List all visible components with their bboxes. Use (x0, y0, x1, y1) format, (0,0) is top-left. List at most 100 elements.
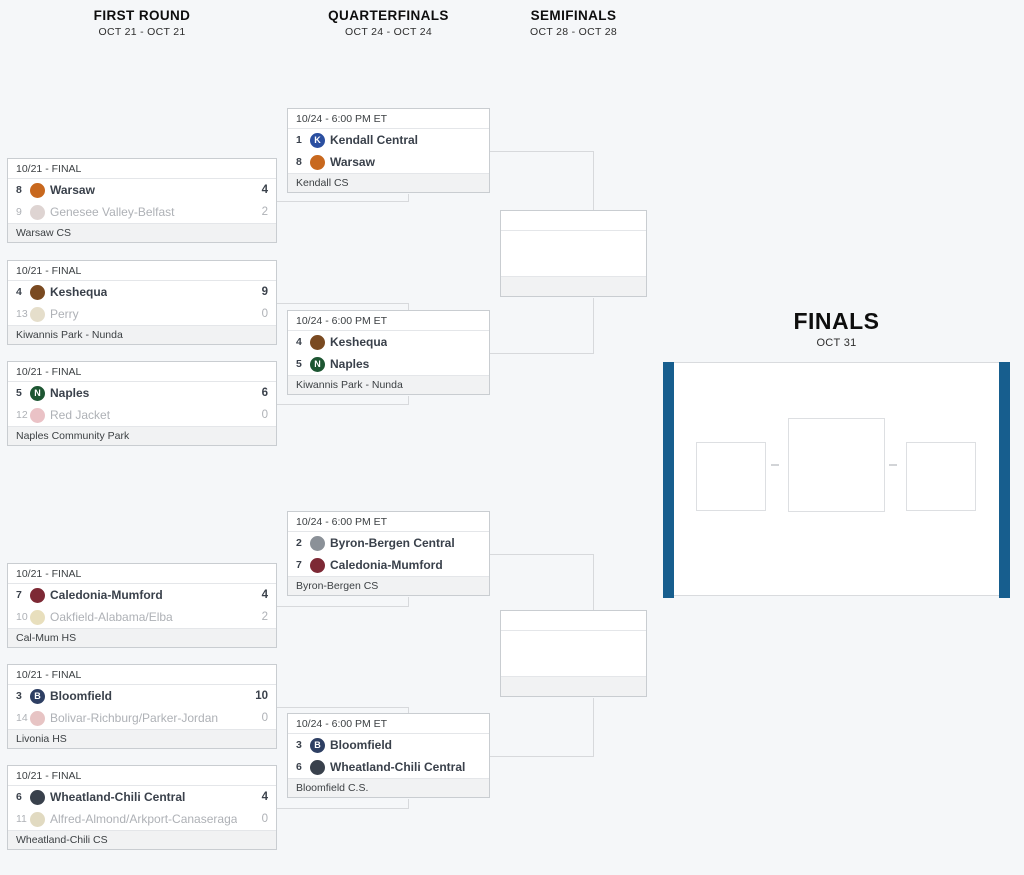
semifinal-empty-body (501, 631, 646, 677)
team-seed: 7 (16, 589, 22, 601)
team-seed: 4 (296, 336, 302, 348)
bracket-connector (277, 201, 409, 202)
team-logo-icon (30, 789, 45, 805)
match-venue: Kiwannis Park - Nunda (288, 375, 489, 394)
team-score: 10 (255, 690, 268, 702)
match-card-quarterfinal-1[interactable]: 10/24 - 6:00 PM ET 1 K Kendall Central 8… (287, 108, 490, 193)
team-logo-icon (30, 182, 45, 198)
team-logo-icon (310, 535, 325, 551)
bracket-connector (490, 554, 594, 555)
team-name: Bloomfield (50, 689, 112, 703)
match-card-first-round-5[interactable]: 10/21 - FINAL 3 B Bloomfield 10 14 Boliv… (7, 664, 277, 749)
match-card-semifinal-2[interactable] (500, 610, 647, 697)
team-logo-icon (30, 609, 45, 625)
team-name: Alfred-Almond/Arkport-Canaseraga (50, 812, 238, 826)
bracket-connector (490, 353, 594, 354)
match-status (501, 211, 646, 231)
team-name: Caledonia-Mumford (50, 588, 163, 602)
team-row: 5 N Naples (288, 353, 489, 375)
team-score: 2 (261, 611, 268, 623)
match-venue: Naples Community Park (8, 426, 276, 445)
bracket-connector (277, 707, 409, 708)
team-score: 0 (261, 813, 268, 825)
finals-team-placeholder-right (906, 442, 976, 511)
team-row: 12 Red Jacket 0 (8, 404, 276, 426)
team-name: Bloomfield (330, 738, 392, 752)
team-logo-icon: B (30, 688, 45, 704)
round-header-first-round: FIRST ROUND OCT 21 - OCT 21 (7, 8, 277, 38)
team-row: 4 Keshequa 9 (8, 281, 276, 303)
team-logo-icon (30, 811, 45, 827)
match-card-first-round-3[interactable]: 10/21 - FINAL 5 N Naples 6 12 Red Jacket… (7, 361, 277, 446)
match-card-semifinal-1[interactable] (500, 210, 647, 297)
team-name: Keshequa (50, 285, 108, 299)
bracket-connector (490, 756, 594, 757)
match-status: 10/21 - FINAL (8, 362, 276, 382)
team-logo-icon (310, 154, 325, 170)
team-row: 7 Caledonia-Mumford 4 (8, 584, 276, 606)
team-seed: 6 (16, 791, 22, 803)
bracket-connector (277, 404, 409, 405)
finals-dash-right (889, 464, 897, 466)
team-row: 3 B Bloomfield (288, 734, 489, 756)
match-card-first-round-2[interactable]: 10/21 - FINAL 4 Keshequa 9 13 Perry 0 Ki… (7, 260, 277, 345)
match-card-quarterfinal-4[interactable]: 10/24 - 6:00 PM ET 3 B Bloomfield 6 Whea… (287, 713, 490, 798)
team-name: Oakfield-Alabama/Elba (50, 610, 173, 624)
team-row: 14 Bolivar-Richburg/Parker-Jordan 0 (8, 707, 276, 729)
team-seed: 3 (296, 739, 302, 751)
semifinal-empty-body (501, 231, 646, 277)
round-dates: OCT 28 - OCT 28 (530, 26, 617, 38)
match-status: 10/24 - 6:00 PM ET (288, 311, 489, 331)
team-seed: 4 (16, 286, 22, 298)
bracket-connector (408, 396, 409, 405)
team-seed: 14 (16, 712, 28, 724)
team-logo-icon: K (310, 132, 325, 148)
team-row: 5 N Naples 6 (8, 382, 276, 404)
round-title: FIRST ROUND (93, 8, 191, 23)
round-header-semifinals: SEMIFINALS OCT 28 - OCT 28 (500, 8, 647, 38)
team-logo-icon (30, 407, 45, 423)
match-card-first-round-4[interactable]: 10/21 - FINAL 7 Caledonia-Mumford 4 10 O… (7, 563, 277, 648)
match-venue: Warsaw CS (8, 223, 276, 242)
match-venue: Kendall CS (288, 173, 489, 192)
team-name: Naples (50, 386, 90, 400)
match-status: 10/24 - 6:00 PM ET (288, 714, 489, 734)
match-venue (501, 677, 646, 696)
round-dates: OCT 21 - OCT 21 (98, 26, 186, 38)
bracket-connector (408, 194, 409, 202)
bracket-connector (408, 707, 409, 714)
match-status: 10/21 - FINAL (8, 261, 276, 281)
team-seed: 7 (296, 559, 302, 571)
team-row: 4 Keshequa (288, 331, 489, 353)
team-score: 9 (261, 286, 268, 298)
match-card-first-round-6[interactable]: 10/21 - FINAL 6 Wheatland-Chili Central … (7, 765, 277, 850)
match-status: 10/24 - 6:00 PM ET (288, 512, 489, 532)
finals-panel (663, 362, 1010, 598)
match-venue: Kiwannis Park - Nunda (8, 325, 276, 344)
bracket-connector (593, 554, 594, 610)
bracket-connector (593, 298, 594, 353)
team-score: 4 (261, 589, 268, 601)
team-seed: 13 (16, 308, 28, 320)
round-header-quarterfinals: QUARTERFINALS OCT 24 - OCT 24 (287, 8, 490, 38)
match-status: 10/21 - FINAL (8, 564, 276, 584)
team-logo-icon: B (310, 737, 325, 753)
finals-title: FINALS (793, 308, 880, 334)
team-seed: 1 (296, 134, 302, 146)
match-venue: Livonia HS (8, 729, 276, 748)
bracket-connector (408, 597, 409, 607)
team-seed: 10 (16, 611, 28, 623)
bracket-connector (277, 808, 409, 809)
team-score: 2 (261, 206, 268, 218)
team-name: Caledonia-Mumford (330, 558, 443, 572)
bracket-connector (593, 151, 594, 210)
team-score: 4 (261, 184, 268, 196)
team-score: 0 (261, 409, 268, 421)
team-seed: 11 (16, 813, 27, 825)
team-name: Wheatland-Chili Central (330, 760, 466, 774)
bracket-connector (277, 303, 409, 304)
team-seed: 9 (16, 206, 22, 218)
match-card-quarterfinal-3[interactable]: 10/24 - 6:00 PM ET 2 Byron-Bergen Centra… (287, 511, 490, 596)
match-card-first-round-1[interactable]: 10/21 - FINAL 8 Warsaw 4 9 Genesee Valle… (7, 158, 277, 243)
match-card-quarterfinal-2[interactable]: 10/24 - 6:00 PM ET 4 Keshequa 5 N Naples… (287, 310, 490, 395)
